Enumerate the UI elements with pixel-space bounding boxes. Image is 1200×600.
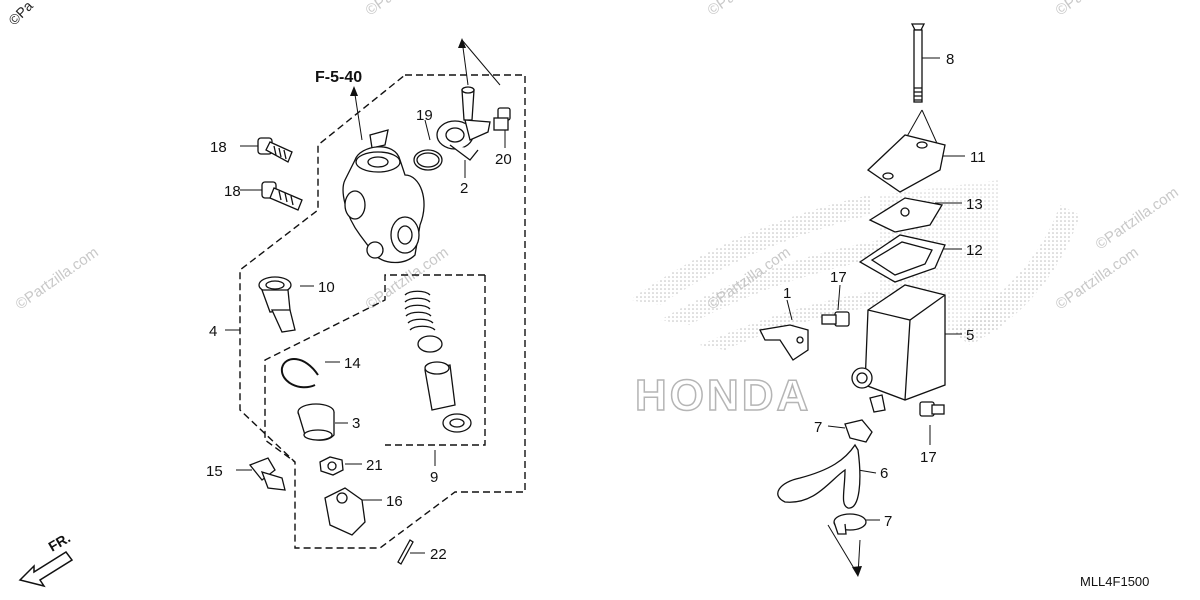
callout-18-lower: 18 bbox=[224, 183, 241, 200]
copyright-mark: ©Pa bbox=[5, 0, 36, 28]
bolt-17-lower bbox=[919, 401, 945, 417]
boot-3 bbox=[297, 403, 335, 441]
watermark-group: ©Partzilla.com ©Partzilla.com ©Partzilla… bbox=[13, 0, 1182, 313]
watermark: ©Partzilla.com bbox=[705, 0, 794, 19]
bolt-17-upper bbox=[821, 311, 850, 327]
clamp-7-lower bbox=[833, 513, 867, 535]
reservoir-cap-11 bbox=[866, 134, 946, 193]
callout-19: 19 bbox=[416, 107, 433, 124]
reference-label: F-5-40 bbox=[315, 69, 362, 86]
arrowheads bbox=[350, 38, 862, 577]
leader-lines bbox=[225, 39, 965, 576]
spring-piston-9 bbox=[404, 290, 472, 433]
callout-1: 1 bbox=[783, 285, 791, 302]
watermark: ©Partzilla.com bbox=[1053, 0, 1142, 19]
assembly-outline bbox=[239, 74, 526, 549]
callout-5: 5 bbox=[966, 327, 974, 344]
watermark: ©Partzilla.com bbox=[1053, 244, 1142, 314]
callout-13: 13 bbox=[966, 196, 983, 213]
watermark: ©Partzilla.com bbox=[363, 0, 452, 19]
bracket-15 bbox=[248, 457, 286, 491]
callout-14: 14 bbox=[344, 355, 361, 372]
reservoir-5 bbox=[851, 284, 946, 413]
bolt-18-lower bbox=[261, 181, 303, 211]
switch-16 bbox=[324, 487, 366, 536]
callout-4: 4 bbox=[209, 323, 217, 340]
front-direction-arrow: FR. bbox=[18, 529, 74, 588]
callout-8: 8 bbox=[946, 51, 954, 68]
callout-10: 10 bbox=[318, 279, 335, 296]
callout-11: 11 bbox=[970, 149, 986, 166]
callout-3: 3 bbox=[352, 415, 360, 432]
pivot-10 bbox=[258, 276, 296, 333]
clamp-7-upper bbox=[844, 419, 873, 443]
o-ring-19 bbox=[413, 149, 443, 171]
hose-6 bbox=[777, 443, 861, 509]
callout-numbers: 1 2 3 4 5 6 7 7 8 9 10 11 12 13 14 15 16… bbox=[206, 51, 986, 563]
callout-7-lower: 7 bbox=[884, 513, 892, 530]
callout-16: 16 bbox=[386, 493, 403, 510]
cotter-pin-22 bbox=[397, 539, 414, 565]
watermark: ©Partzilla.com bbox=[13, 244, 102, 314]
honda-brand-text: HONDA bbox=[635, 371, 811, 420]
diagram-code: MLL4F1500 bbox=[1080, 574, 1149, 589]
circlip-14 bbox=[280, 358, 319, 389]
watermark: ©Partzilla.com bbox=[1093, 184, 1182, 254]
callout-18-upper: 18 bbox=[210, 139, 227, 156]
callout-17-lower: 17 bbox=[920, 449, 937, 466]
diaphragm-plate-13 bbox=[868, 197, 944, 233]
callout-15: 15 bbox=[206, 463, 223, 480]
bolt-18-upper bbox=[257, 137, 293, 163]
callout-9: 9 bbox=[430, 469, 438, 486]
bracket-1 bbox=[759, 324, 809, 361]
callout-22: 22 bbox=[430, 546, 447, 563]
bolt-20 bbox=[493, 107, 511, 131]
screw-8 bbox=[910, 23, 926, 103]
callout-21: 21 bbox=[366, 457, 383, 474]
callout-12: 12 bbox=[966, 242, 983, 259]
front-direction-label: FR. bbox=[46, 529, 74, 554]
callout-7-upper: 7 bbox=[814, 419, 822, 436]
callout-17-upper: 17 bbox=[830, 269, 847, 286]
callout-2: 2 bbox=[460, 180, 468, 197]
fitting-2 bbox=[436, 86, 491, 161]
callout-6: 6 bbox=[880, 465, 888, 482]
callout-20: 20 bbox=[495, 151, 512, 168]
diaphragm-12 bbox=[858, 234, 946, 283]
master-cylinder-body bbox=[342, 129, 425, 264]
